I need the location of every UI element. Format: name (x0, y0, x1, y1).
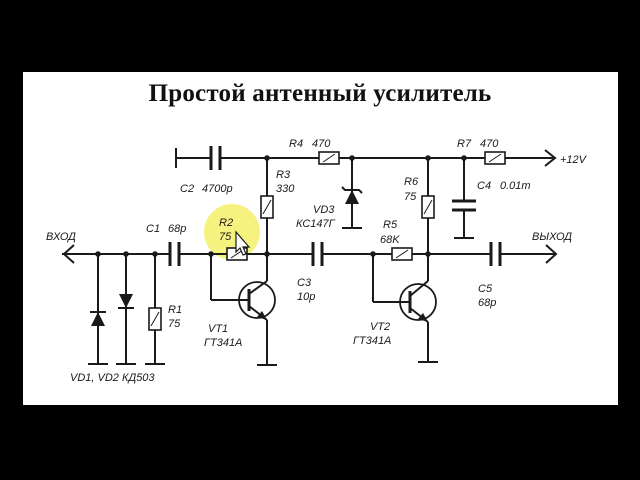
r1-value-label: 75 (168, 318, 181, 330)
capacitor-c3-symbol (311, 242, 324, 266)
capacitor-c2-symbol (209, 146, 222, 170)
r4-value-label: 470 (312, 138, 331, 150)
transistor-vt1-symbol (238, 280, 276, 321)
resistor-r6-symbol (421, 195, 435, 219)
input-port-label: ВХОД (46, 231, 76, 243)
wires (62, 148, 558, 366)
c3-value-label: 10p (297, 291, 315, 303)
c5-ref-label: C5 (478, 283, 493, 295)
r7-value-label: 470 (480, 138, 499, 150)
r3-value-label: 330 (276, 183, 295, 195)
resistor-r5-symbol (391, 247, 413, 261)
r2-value-label: 75 (219, 231, 232, 243)
vt1-ref-label: VT1 (208, 323, 228, 335)
zener-vd3-symbol (341, 186, 363, 204)
c3-ref-label: C3 (297, 277, 312, 289)
resistor-r7-symbol (484, 151, 506, 165)
resistor-r3-symbol (260, 195, 274, 219)
diagram-title: Простой антенный усилитель (148, 80, 492, 107)
schematic-sheet (23, 72, 618, 405)
vt2-ref-label: VT2 (370, 321, 390, 333)
capacitor-c5-symbol (489, 242, 502, 266)
r2-ref-label: R2 (219, 217, 233, 229)
r6-ref-label: R6 (404, 176, 419, 188)
r6-value-label: 75 (404, 191, 417, 203)
vt1-value-label: ГТ341А (204, 337, 242, 349)
capacitor-c1-symbol (168, 242, 181, 266)
mouse-cursor-icon (235, 230, 251, 256)
vt2-value-label: ГТ341А (353, 335, 391, 347)
c1-value-label: 68p (168, 223, 186, 235)
c5-value-label: 68p (478, 297, 496, 309)
supply-voltage-label: +12V (560, 154, 588, 166)
r7-ref-label: R7 (457, 138, 472, 150)
r4-ref-label: R4 (289, 138, 303, 150)
vd3-value-label: КС147Г (296, 218, 336, 230)
diode-vd1-symbol (90, 311, 106, 326)
r3-ref-label: R3 (276, 169, 291, 181)
vd1-vd2-label: VD1, VD2 КД503 (70, 372, 155, 384)
transistor-vt2-symbol (399, 280, 437, 323)
vd3-ref-label: VD3 (313, 204, 335, 216)
r5-ref-label: R5 (383, 219, 398, 231)
c4-ref-label: C4 (477, 180, 491, 192)
r1-ref-label: R1 (168, 304, 182, 316)
junction-dots (95, 155, 467, 257)
r5-value-label: 68K (380, 234, 400, 246)
c2-value-label: 4700p (202, 183, 233, 195)
resistor-r1-symbol (148, 307, 162, 331)
capacitor-c4-symbol (452, 199, 476, 212)
diode-vd2-symbol (118, 294, 134, 309)
resistor-r4-symbol (318, 151, 340, 165)
output-port-label: ВЫХОД (532, 231, 572, 243)
c1-ref-label: C1 (146, 223, 160, 235)
c2-ref-label: C2 (180, 183, 194, 195)
c4-value-label: 0.01m (500, 180, 531, 192)
